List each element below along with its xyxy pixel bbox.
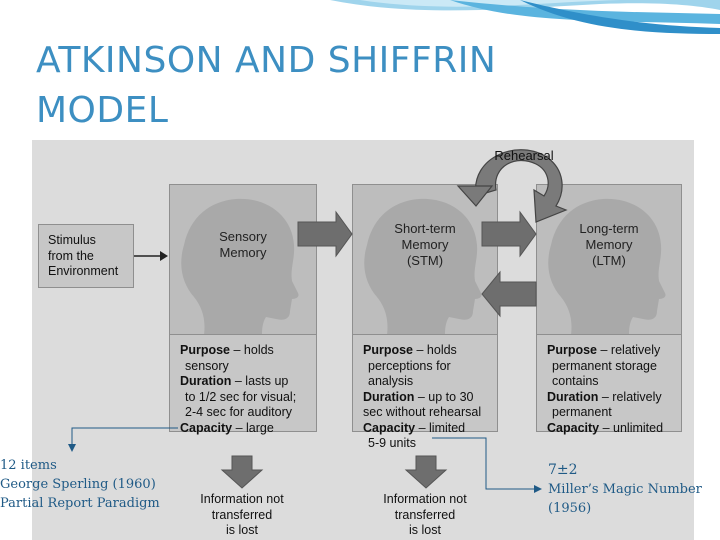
head-silhouette-icon — [548, 198, 666, 334]
ltm-label-line: Memory — [585, 237, 633, 252]
sperling-note-line: George Sperling (1960) — [0, 477, 156, 492]
ltm-header: Long-term Memory (LTM) — [537, 185, 681, 335]
long-term-memory-box: Long-term Memory (LTM) Purpose – relativ… — [536, 184, 682, 435]
sensory-label-line: Memory — [219, 245, 267, 260]
ltm-duration-value: permanent — [552, 405, 612, 419]
ltm-properties: Purpose – relatively permanent storage c… — [547, 343, 677, 436]
slide-title: ATKINSON AND SHIFFRIN MODEL — [36, 36, 636, 136]
stm-properties: Purpose – holds perceptions for analysis… — [363, 343, 493, 452]
sensory-duration-value: 2-4 sec for auditory — [185, 405, 292, 419]
stm-label: Short-term Memory (STM) — [353, 221, 497, 269]
sperling-note-line: Partial Report Paradigm — [0, 496, 160, 511]
ltm-label-line: (LTM) — [592, 253, 626, 268]
sensory-capacity-value: – large — [235, 420, 274, 435]
head-silhouette-icon — [181, 198, 299, 334]
sperling-note-line: 12 items — [0, 458, 57, 473]
stm-purpose-value: analysis — [368, 374, 414, 388]
stm-outcome-line: is lost — [409, 523, 441, 537]
stm-purpose-value: perceptions for — [368, 358, 451, 373]
stimulus-text-line: Stimulus — [48, 233, 96, 247]
sensory-memory-label: Sensory Memory — [170, 229, 316, 261]
stm-outcome-line: transferred — [394, 507, 456, 522]
stm-capacity-value: – limited — [418, 420, 466, 435]
sensory-outcome-line: Information not — [200, 492, 284, 506]
short-term-memory-box: Short-term Memory (STM) Purpose – holds … — [352, 184, 498, 450]
stm-purpose-key: Purpose — [363, 343, 414, 357]
stimulus-box: Stimulus from the Environment — [38, 224, 134, 288]
sensory-outcome-text: Information not transferred is lost — [185, 492, 299, 539]
stm-label-line: Memory — [401, 237, 449, 252]
stm-purpose-value: – holds — [416, 343, 457, 357]
miller-note: 7±2 Miller’s Magic Number (1956) — [548, 461, 702, 518]
stimulus-text-line: Environment — [48, 264, 119, 278]
stm-label-line: Short-term — [394, 221, 456, 236]
sensory-duration-key: Duration — [180, 374, 232, 388]
ltm-purpose-key: Purpose — [547, 343, 598, 357]
sensory-purpose-value: sensory — [185, 358, 229, 373]
rehearsal-label: Rehearsal — [494, 148, 554, 163]
sensory-duration-value: to 1/2 sec for visual; — [185, 389, 297, 404]
sensory-memory-header: Sensory Memory — [170, 185, 316, 335]
slide-title-line-2: MODEL — [36, 90, 169, 131]
ltm-purpose-value: – relatively — [600, 343, 661, 357]
stm-outcome-text: Information not transferred is lost — [368, 492, 482, 539]
ltm-duration-key: Duration — [547, 389, 599, 404]
sensory-duration-value: – lasts up — [234, 374, 289, 388]
ltm-duration-value: – relatively — [601, 389, 662, 404]
sensory-purpose-key: Purpose — [180, 343, 231, 357]
ltm-purpose-value: contains — [552, 374, 599, 388]
sensory-outcome-line: is lost — [226, 523, 258, 537]
sensory-memory-box: Sensory Memory Purpose – holds sensory D… — [169, 184, 317, 435]
stm-duration-key: Duration — [363, 389, 415, 404]
memory-model-diagram: Stimulus from the Environment Sensory Me… — [32, 140, 694, 540]
stm-header: Short-term Memory (STM) — [353, 185, 497, 335]
miller-note-line: Miller’s Magic Number — [548, 482, 702, 497]
ltm-capacity-key: Capacity — [547, 420, 600, 435]
header-wave-decoration — [330, 0, 720, 34]
slide-title-line-1: ATKINSON AND SHIFFRIN — [36, 40, 497, 81]
ltm-capacity-value: – unlimited — [602, 420, 664, 435]
sensory-label-line: Sensory — [219, 229, 267, 244]
sperling-note: 12 items George Sperling (1960) Partial … — [0, 456, 160, 513]
sensory-outcome-line: transferred — [211, 507, 273, 522]
ltm-label-line: Long-term — [579, 221, 639, 236]
sensory-properties: Purpose – holds sensory Duration – lasts… — [180, 343, 312, 436]
stm-capacity-key: Capacity — [363, 420, 416, 435]
stimulus-text-line: from the — [48, 248, 94, 263]
stm-label-line: (STM) — [406, 253, 444, 268]
head-silhouette-icon — [364, 198, 482, 334]
stm-duration-value: sec without rehearsal — [363, 405, 482, 419]
ltm-purpose-value: permanent storage — [552, 358, 657, 373]
ltm-label: Long-term Memory (LTM) — [537, 221, 681, 269]
sensory-purpose-value: – holds — [233, 343, 274, 357]
stm-capacity-value: 5-9 units — [368, 436, 416, 450]
stm-duration-value: – up to 30 — [417, 389, 474, 404]
miller-note-line: (1956) — [548, 501, 592, 516]
miller-note-line: 7±2 — [548, 462, 578, 478]
stm-outcome-line: Information not — [383, 492, 467, 506]
sensory-capacity-key: Capacity — [180, 420, 233, 435]
